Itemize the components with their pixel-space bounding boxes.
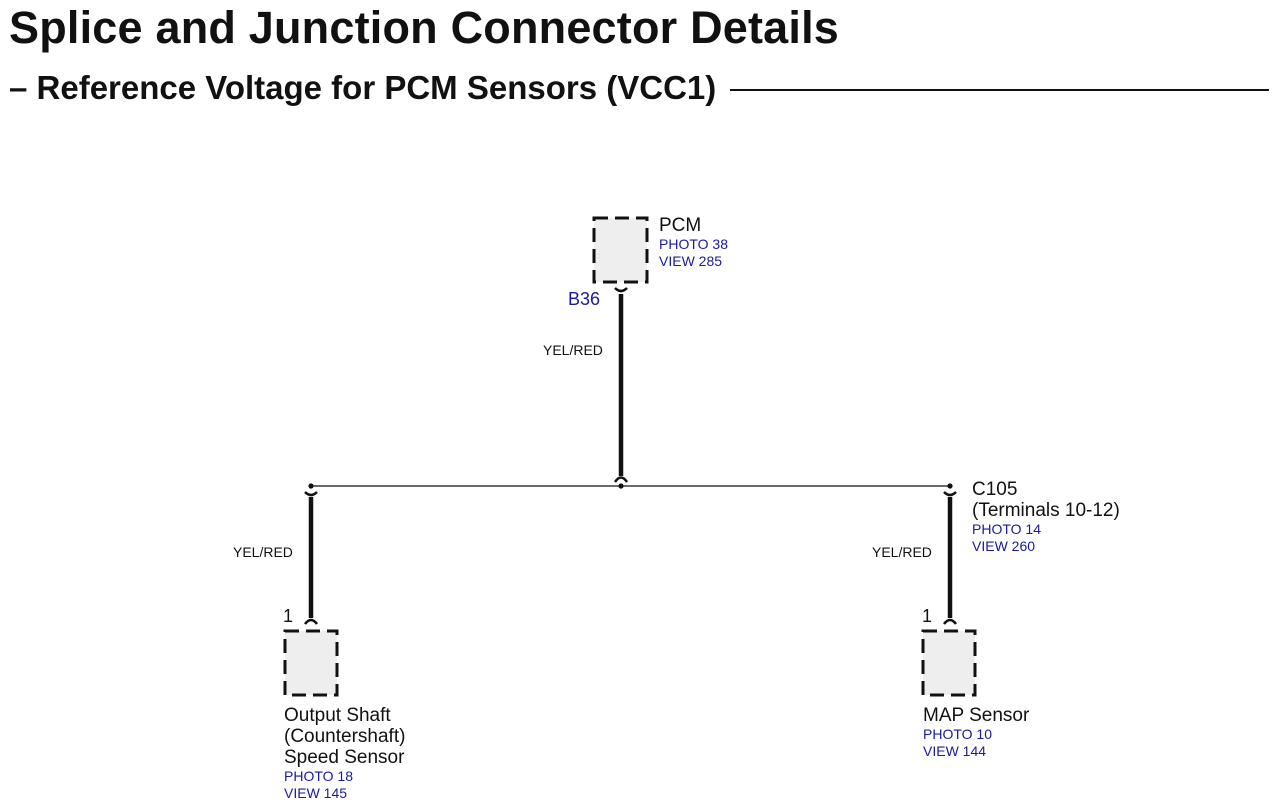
right-junction-dot: [947, 483, 953, 489]
section-header: – Reference Voltage for PCM Sensors (VCC…: [9, 66, 1269, 110]
output-shaft-terminal: [304, 618, 318, 625]
output-shaft-pin-label: 1: [283, 606, 294, 626]
output-shaft-view-link[interactable]: VIEW 145: [284, 785, 348, 801]
c105-view-link[interactable]: VIEW 260: [972, 538, 1036, 554]
c105-terminal: [943, 491, 957, 497]
map-sensor-pin-label: 1: [922, 606, 933, 626]
left-junction-terminal: [304, 491, 318, 497]
pcm-pin-label: B36: [568, 289, 601, 309]
map-sensor-connector-box[interactable]: [921, 629, 977, 697]
output-shaft-connector-box[interactable]: [283, 629, 339, 697]
pcm-terminal: [614, 287, 628, 293]
output-shaft-name-line3: Speed Sensor: [284, 747, 405, 768]
section-rule: [730, 89, 1269, 91]
c105-name: C105: [972, 479, 1018, 500]
pcm-photo-link[interactable]: PHOTO 38: [659, 236, 728, 252]
output-shaft-name-line2: (Countershaft): [284, 726, 406, 747]
pcm-view-link[interactable]: VIEW 285: [659, 253, 723, 269]
output-shaft-name-line1: Output Shaft: [284, 705, 391, 726]
map-sensor-photo-link[interactable]: PHOTO 10: [923, 726, 992, 742]
map-sensor-name: MAP Sensor: [923, 705, 1030, 726]
output-shaft-photo-link[interactable]: PHOTO 18: [284, 768, 353, 784]
pcm-wire-color: YEL/RED: [543, 342, 603, 358]
map-sensor-terminal: [943, 618, 957, 625]
output-shaft-wire-color: YEL/RED: [233, 544, 293, 560]
pcm-connector-box[interactable]: [592, 216, 649, 284]
pcm-name: PCM: [659, 215, 702, 236]
c105-detail: (Terminals 10-12): [972, 500, 1120, 521]
page-title: Splice and Junction Connector Details: [9, 2, 840, 53]
left-junction-dot: [308, 483, 314, 489]
map-sensor-view-link[interactable]: VIEW 144: [923, 743, 987, 759]
splice-cap: [613, 476, 629, 483]
map-sensor-wire-color: YEL/RED: [872, 544, 932, 560]
c105-photo-link[interactable]: PHOTO 14: [972, 521, 1041, 537]
section-subtitle: – Reference Voltage for PCM Sensors (VCC…: [9, 69, 717, 106]
